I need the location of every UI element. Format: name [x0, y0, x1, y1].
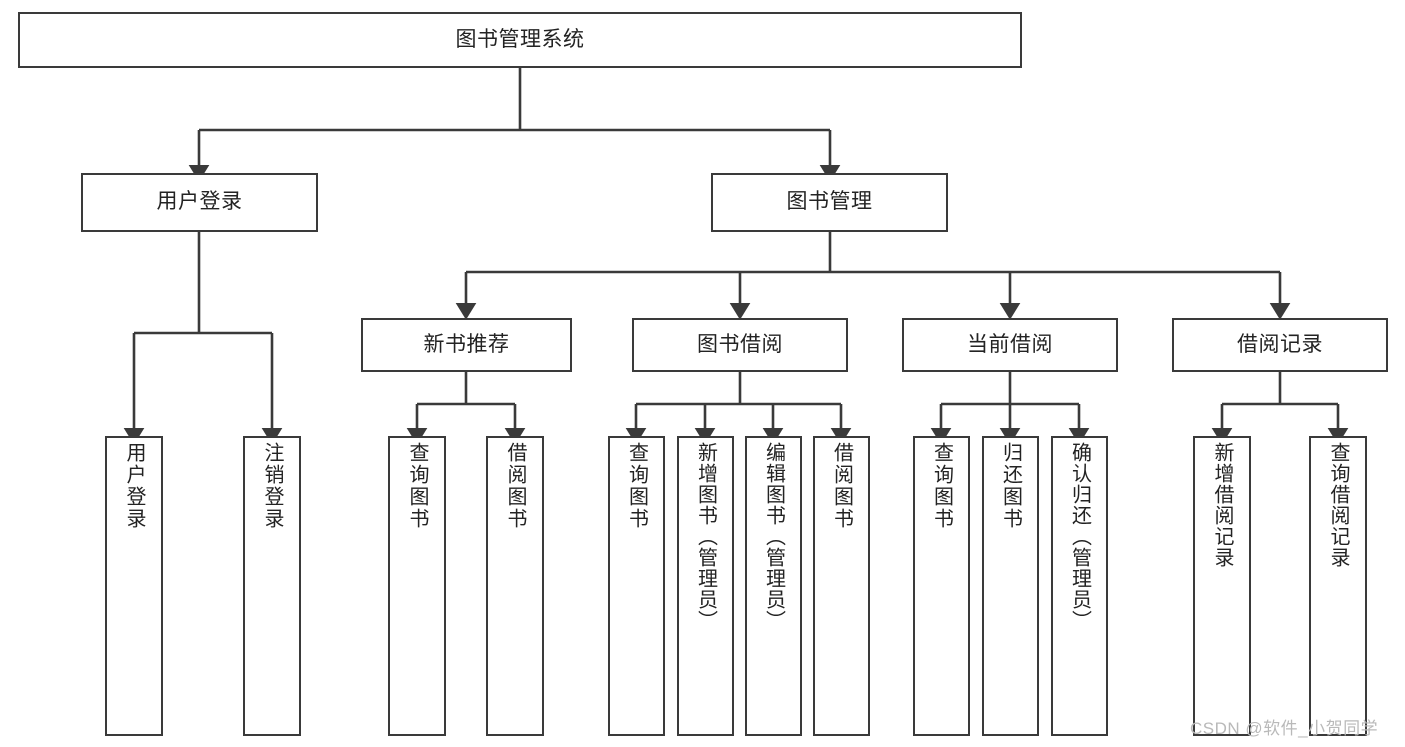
csdn-watermark: CSDN @软件_小贺同学 [1190, 719, 1379, 738]
node-leaf-query-book-borrow-label: 查询图书 [625, 442, 648, 530]
node-leaf-edit-book[interactable]: 编辑图书（管理员） [745, 436, 802, 736]
node-leaf-user-logout-label: 注销登录 [261, 442, 283, 530]
node-leaf-user-login-label: 用户登录 [123, 442, 145, 530]
node-current-borrow[interactable]: 当前借阅 [902, 318, 1118, 372]
node-leaf-confirm-return-label: 确认归还（管理员） [1068, 442, 1091, 631]
node-user-login-label: 用户登录 [156, 190, 243, 214]
node-borrow-record[interactable]: 借阅记录 [1172, 318, 1388, 372]
node-leaf-confirm-return[interactable]: 确认归还（管理员） [1051, 436, 1108, 736]
node-new-book-recommend-label: 新书推荐 [423, 332, 510, 356]
node-leaf-return-book[interactable]: 归还图书 [982, 436, 1039, 736]
node-leaf-add-borrow-record[interactable]: 新增借阅记录 [1193, 436, 1251, 736]
node-book-management[interactable]: 图书管理 [711, 173, 948, 232]
node-leaf-query-book-newbook[interactable]: 查询图书 [388, 436, 446, 736]
node-leaf-query-book-newbook-label: 查询图书 [406, 442, 428, 530]
node-user-login[interactable]: 用户登录 [81, 173, 318, 232]
node-book-borrow-label: 图书借阅 [697, 332, 783, 356]
node-root-label: 图书管理系统 [455, 27, 585, 51]
node-current-borrow-label: 当前借阅 [967, 332, 1053, 356]
node-leaf-borrow-book-newbook[interactable]: 借阅图书 [486, 436, 544, 736]
node-leaf-edit-book-label: 编辑图书（管理员） [762, 442, 785, 631]
node-leaf-query-borrow-record-label: 查询借阅记录 [1327, 442, 1349, 568]
node-leaf-query-book-current[interactable]: 查询图书 [913, 436, 970, 736]
node-leaf-borrow-book-borrow-label: 借阅图书 [830, 442, 853, 530]
node-leaf-user-login[interactable]: 用户登录 [105, 436, 163, 736]
node-leaf-add-borrow-record-label: 新增借阅记录 [1211, 442, 1233, 568]
node-leaf-query-book-borrow[interactable]: 查询图书 [608, 436, 665, 736]
node-leaf-borrow-book-borrow[interactable]: 借阅图书 [813, 436, 870, 736]
node-leaf-add-book[interactable]: 新增图书（管理员） [677, 436, 734, 736]
node-leaf-add-book-label: 新增图书（管理员） [694, 442, 717, 631]
node-leaf-borrow-book-newbook-label: 借阅图书 [504, 442, 526, 530]
node-borrow-record-label: 借阅记录 [1237, 332, 1323, 356]
node-leaf-query-borrow-record[interactable]: 查询借阅记录 [1309, 436, 1367, 736]
node-root[interactable]: 图书管理系统 [18, 12, 1022, 68]
node-book-borrow[interactable]: 图书借阅 [632, 318, 848, 372]
node-new-book-recommend[interactable]: 新书推荐 [361, 318, 572, 372]
node-leaf-query-book-current-label: 查询图书 [930, 442, 953, 530]
node-leaf-user-logout[interactable]: 注销登录 [243, 436, 301, 736]
node-book-management-label: 图书管理 [786, 190, 873, 214]
node-leaf-return-book-label: 归还图书 [999, 442, 1022, 530]
